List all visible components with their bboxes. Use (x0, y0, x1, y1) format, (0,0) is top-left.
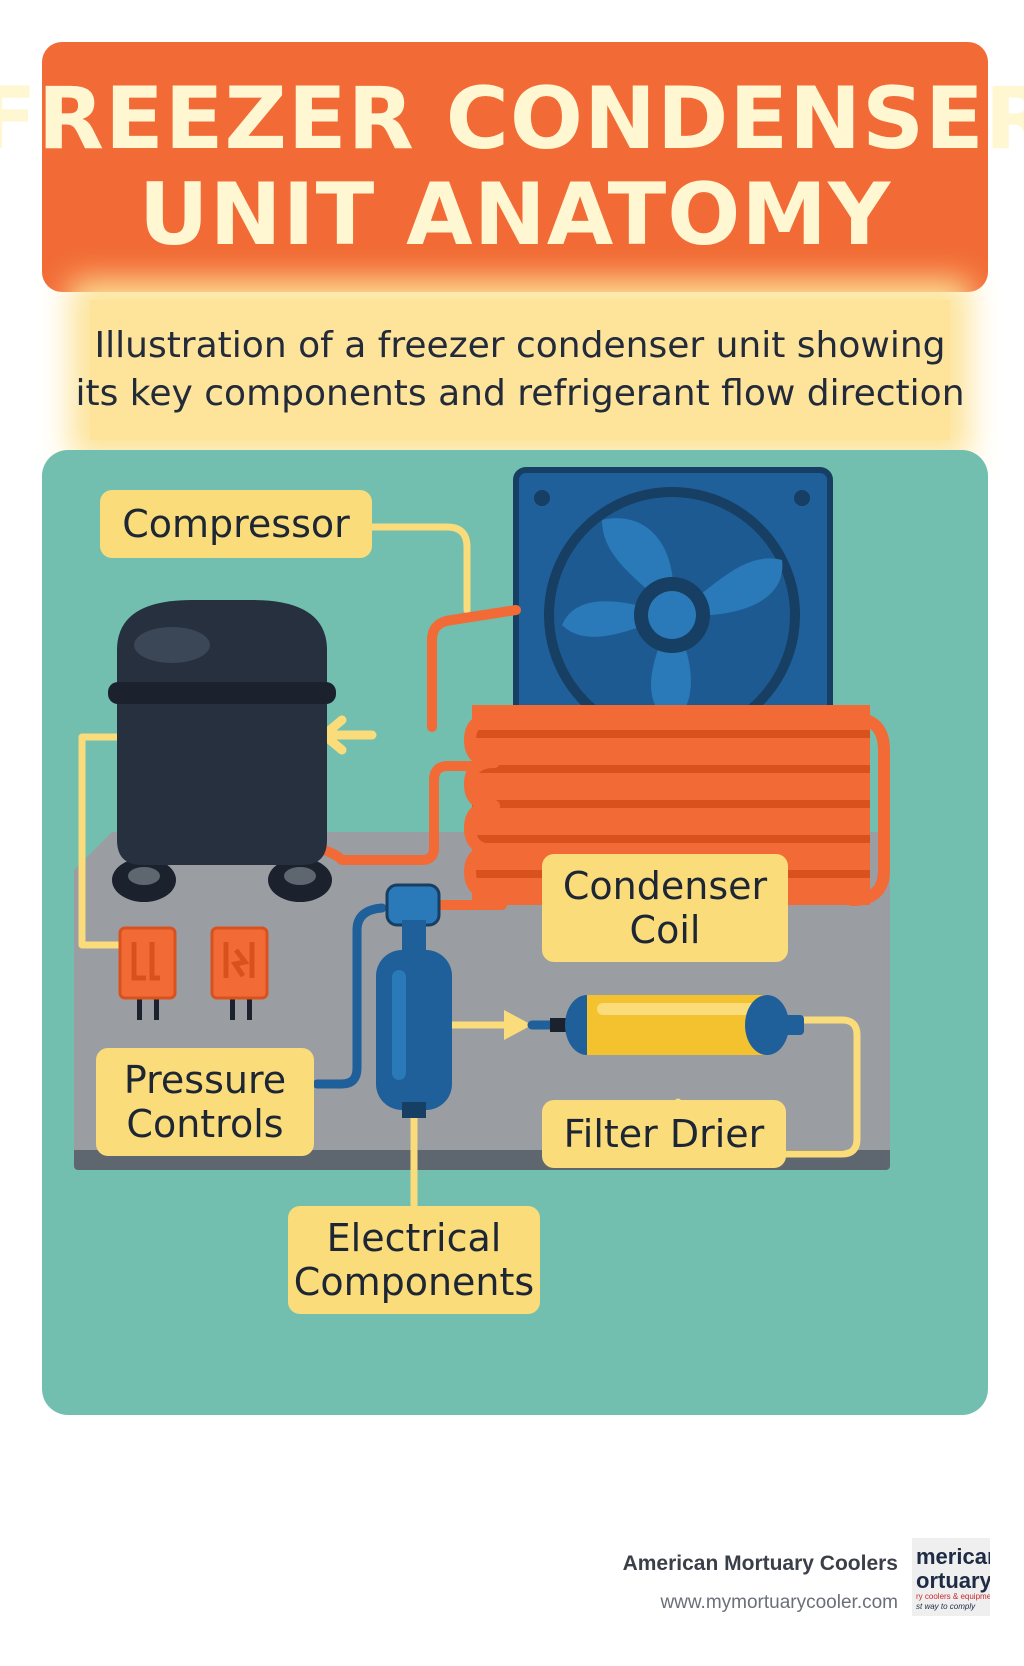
label-pressure-controls-line-1: Pressure (123, 1058, 287, 1102)
fan-housing (513, 467, 833, 743)
compressor (108, 600, 336, 902)
logo-text-1: merican (916, 1544, 990, 1569)
label-pressure-controls: Pressure Controls (96, 1048, 314, 1156)
label-condenser-coil-line-2: Coil (629, 908, 701, 952)
logo-text-3: ry coolers & equipment (916, 1592, 990, 1601)
label-compressor: Compressor (100, 490, 372, 558)
label-electrical-components-line-2: Components (293, 1260, 535, 1304)
logo-text-2: ortuary (916, 1568, 990, 1593)
label-electrical-components: Electrical Components (288, 1206, 540, 1314)
label-filter-drier: Filter Drier (542, 1100, 786, 1168)
receiver-tank (376, 883, 452, 1118)
diagram-panel: Compressor Condenser Coil Pressure Contr… (42, 450, 988, 1415)
logo-text-4: st way to comply (916, 1602, 976, 1611)
filter-drier (550, 995, 804, 1055)
pressure-controls (118, 926, 269, 1020)
label-electrical-components-line-1: Electrical (326, 1216, 502, 1260)
label-condenser-coil: Condenser Coil (542, 854, 788, 962)
title-banner: FREEZER CONDENSER UNIT ANATOMY (0, 42, 1024, 292)
label-compressor-text: Compressor (122, 502, 350, 546)
company-logo: merican ortuary ry coolers & equipment s… (912, 1538, 990, 1616)
flow-arrow-filter (504, 1010, 532, 1040)
subtitle-line-2: its key components and refrigerant flow … (75, 373, 965, 414)
title-line-2: UNIT ANATOMY (138, 165, 892, 265)
subtitle-line-1: Illustration of a freezer condenser unit… (94, 325, 946, 366)
title-line-1: FREEZER CONDENSER (0, 69, 1024, 169)
footer-url: www.mymortuarycooler.com (660, 1592, 898, 1613)
subtitle-band: Illustration of a freezer condenser unit… (75, 300, 965, 440)
label-pressure-controls-line-2: Controls (126, 1102, 284, 1146)
label-filter-drier-text: Filter Drier (563, 1112, 765, 1156)
footer-brand: American Mortuary Coolers (622, 1552, 898, 1575)
label-condenser-coil-line-1: Condenser (562, 864, 768, 908)
